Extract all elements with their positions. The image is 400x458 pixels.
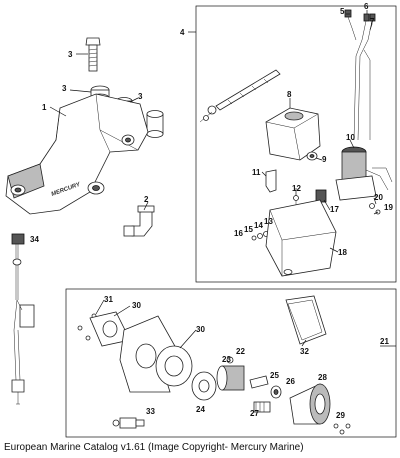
callout-1: 1 [42,103,47,112]
callout-30-right: 30 [196,325,205,334]
part-18-tray [265,199,337,277]
part-28-cone [289,383,331,425]
part-1-bracket: MERCURY [5,93,149,215]
leader-lines [49,10,396,349]
callout-7: 7 [370,17,375,26]
callout-2: 2 [144,195,149,204]
part-pump-shaft [199,69,281,123]
callout-9: 9 [322,155,327,164]
part-7-wires [353,20,373,141]
callout-29: 29 [336,411,345,420]
callout-17: 17 [330,205,339,214]
callout-28: 28 [318,373,327,382]
callout-31: 31 [104,295,113,304]
callout-33: 33 [146,407,155,416]
part-19-20-fittings [369,203,381,215]
callout-11: 11 [252,168,261,177]
callout-24: 24 [196,405,205,414]
callout-14: 14 [254,221,263,230]
callout-4: 4 [180,28,185,37]
part-34-wiring-harness [11,233,35,405]
callout-12: 12 [292,184,301,193]
callout-20: 20 [374,193,383,202]
callout-34: 34 [30,235,39,244]
callout-10: 10 [346,133,355,142]
part-6-connector [363,13,376,22]
part-30-gasket-right [155,345,193,387]
part-10-pump-motor [335,146,393,201]
callout-25: 25 [270,371,279,380]
part-26-washer [270,385,282,399]
part-33-fitting [112,417,145,429]
callout-13: 13 [264,217,273,226]
group-21-box [65,288,397,438]
callout-3-bushing: 3 [62,84,67,93]
callout-30-left: 30 [132,301,141,310]
part-31-screws [77,313,97,341]
part-8-reservoir [265,107,321,161]
part-29-screws [333,423,351,435]
callout-8: 8 [287,90,292,99]
callout-5: 5 [340,7,345,16]
figure-caption: European Marine Catalog v1.61 (Image Cop… [4,442,304,453]
part-5-connector [344,9,357,41]
callout-16: 16 [234,229,243,238]
part-3-sleeve [146,110,164,138]
group-4-box [195,5,397,283]
callout-15: 15 [244,225,253,234]
callout-22: 22 [236,347,245,356]
callout-19: 19 [384,203,393,212]
part-32-plate [285,295,327,345]
part-24-plate [191,371,217,401]
callout-23: 23 [222,355,231,364]
part-9-cap [306,151,318,161]
callout-3-bolt: 3 [68,50,73,59]
callout-26: 26 [286,377,295,386]
part-22-23-housing [216,356,245,391]
part-3-bolt [85,37,101,72]
part-11-clip [265,169,277,193]
callout-6: 6 [364,2,369,11]
part-27-impeller [253,401,271,413]
callout-27: 27 [250,409,259,418]
part-25-shaft [249,375,269,389]
callout-21: 21 [380,337,389,346]
callout-3-right: 3 [138,92,143,101]
callout-18: 18 [338,248,347,257]
callout-32: 32 [300,347,309,356]
part-2-elbow-fitting [123,205,155,237]
